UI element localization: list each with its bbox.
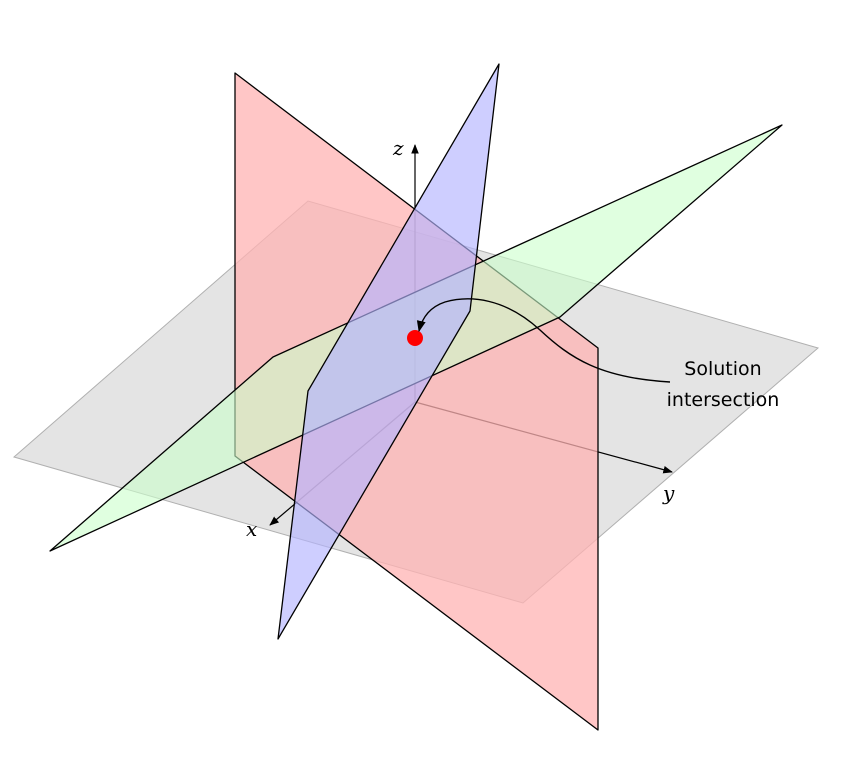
z-axis-label: z — [392, 136, 404, 160]
x-axis-label: x — [246, 517, 257, 541]
plane-blue — [277, 63, 500, 640]
callout-line-1: Solution — [684, 358, 761, 380]
y-axis-label: y — [662, 481, 675, 505]
callout-line-2: intersection — [667, 389, 780, 411]
callout-leader-line — [416, 298, 671, 383]
solution-point — [407, 330, 423, 346]
